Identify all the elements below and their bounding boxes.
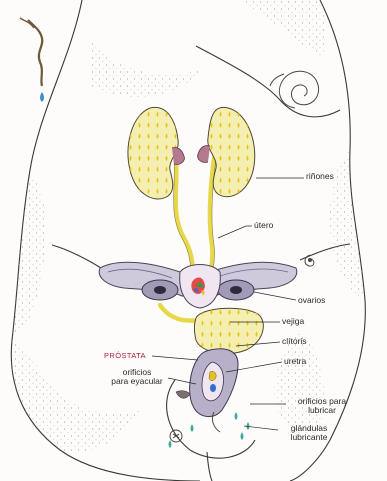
label-lubrication-orifices: orificios para lubricar bbox=[286, 397, 358, 415]
navel-icon bbox=[305, 255, 314, 266]
label-bladder: vejiga bbox=[282, 317, 304, 326]
kidney-right bbox=[198, 107, 255, 196]
label-kidneys: riñones bbox=[306, 172, 334, 181]
label-urethra: uretra bbox=[284, 357, 306, 366]
body-shading bbox=[11, 0, 365, 453]
label-lubricating-glands: glándulas lubricante bbox=[278, 424, 340, 442]
label-lubricating-glands-line2: lubricante bbox=[278, 433, 340, 442]
label-ejaculation-orifices-line2: para eyacular bbox=[108, 377, 166, 386]
label-clitoris: clítoris bbox=[282, 337, 307, 346]
circled-symbol-icon bbox=[170, 430, 182, 442]
label-prostate: PRÓSTATA bbox=[104, 351, 146, 360]
vulva bbox=[176, 349, 238, 432]
label-lubrication-orifices-line2: lubricar bbox=[286, 406, 358, 415]
uterus-and-ovaries bbox=[99, 262, 297, 308]
label-ovaries: ovarios bbox=[298, 296, 325, 305]
breast-swirl-icon bbox=[270, 71, 319, 108]
bladder bbox=[195, 308, 264, 353]
fluid-drops bbox=[169, 412, 250, 448]
label-ejaculation-orifices: orificios para eyacular bbox=[108, 368, 166, 386]
label-uterus: útero bbox=[254, 221, 273, 230]
drip-icon bbox=[20, 18, 44, 102]
